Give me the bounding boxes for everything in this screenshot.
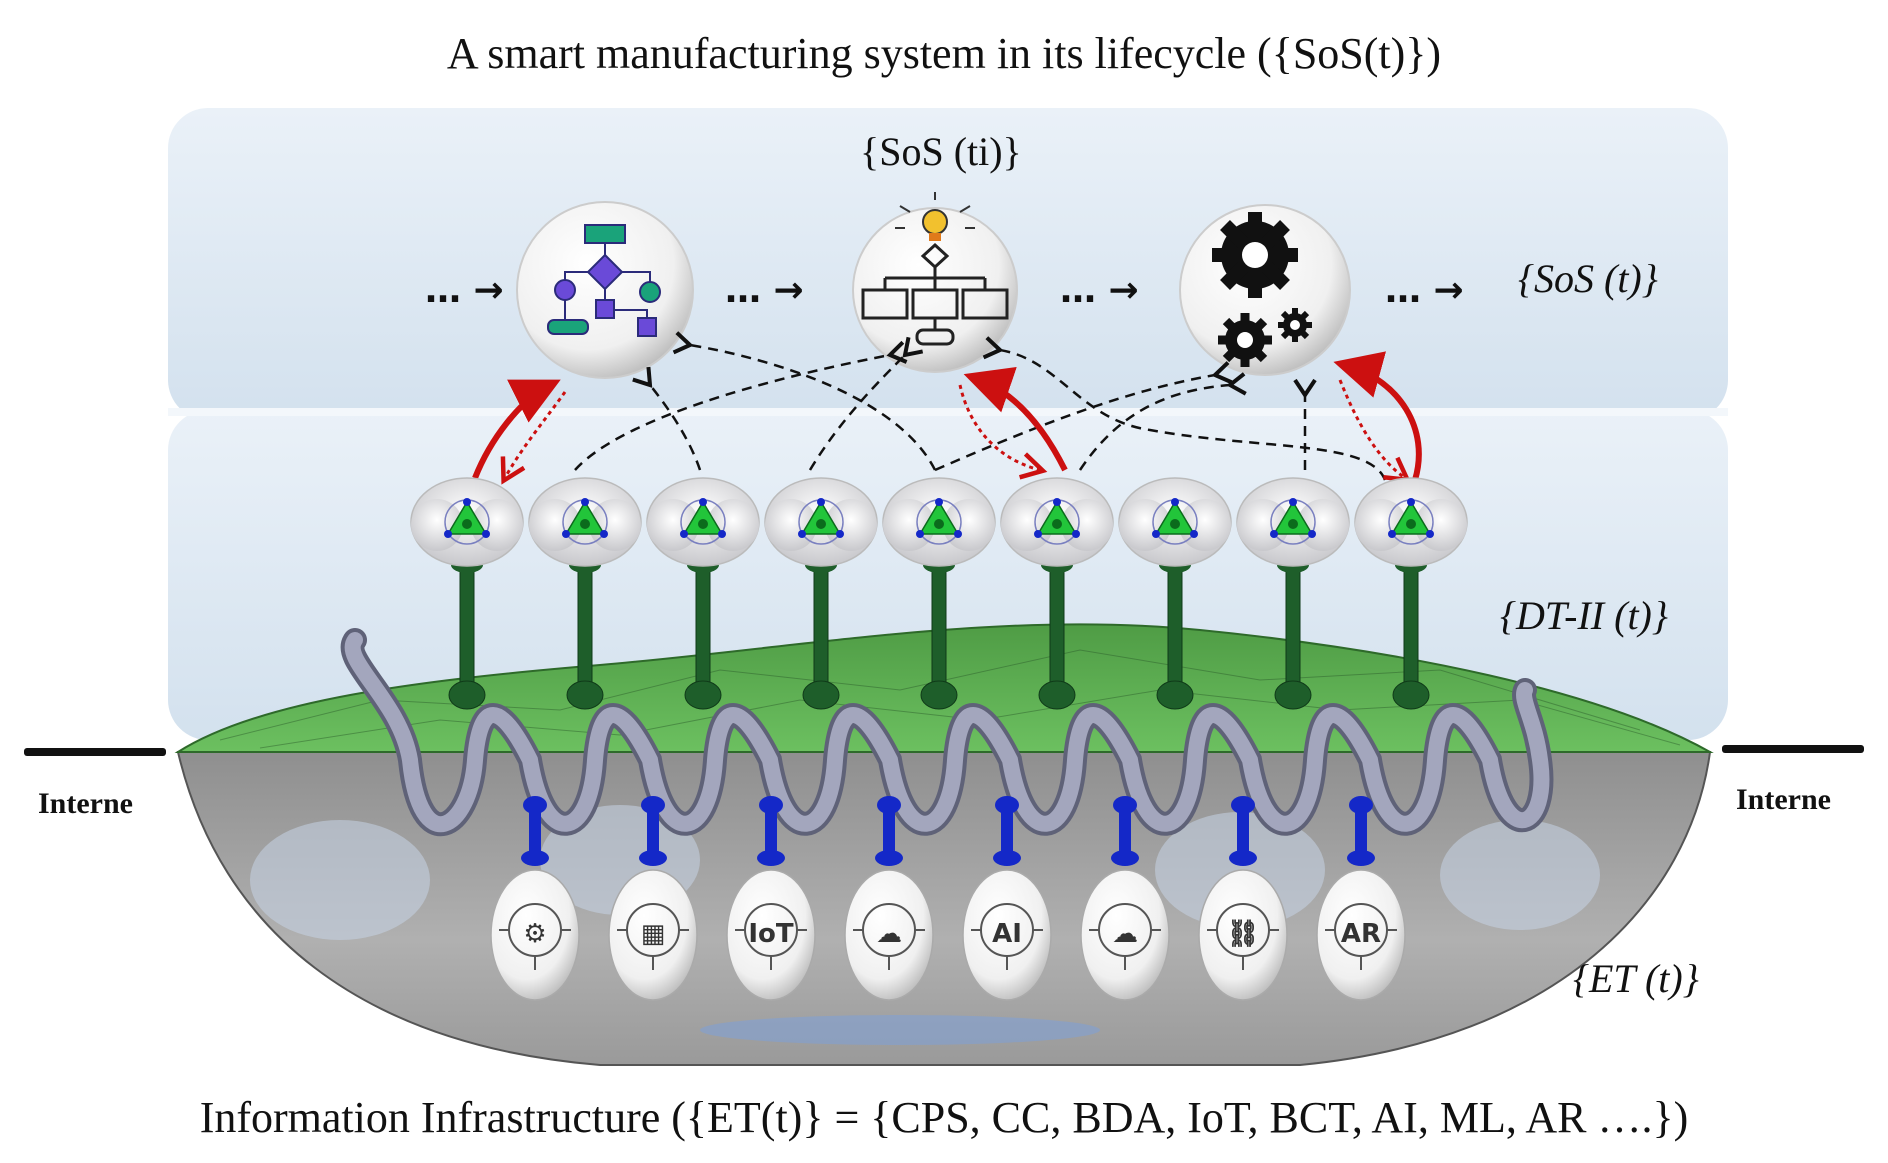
svg-text:⛓: ⛓ (1226, 919, 1259, 949)
sos-stage-flowchart (516, 201, 694, 379)
dt-nodes (410, 477, 1468, 710)
dt-node (1118, 477, 1232, 710)
label-et: {ET (t)} (1573, 956, 1699, 1001)
bottom-caption: Information Infrastructure ({ET(t)} = {C… (199, 1093, 1689, 1142)
panel-separator (168, 408, 1728, 416)
dt-to-sos-dashed-arrows (574, 331, 1387, 481)
network-triangle-icon (916, 498, 962, 545)
network-triangle-icon (1388, 498, 1434, 545)
network-triangle-icon (1152, 498, 1198, 545)
network-triangle-icon (798, 498, 844, 545)
dt-node (1000, 477, 1114, 710)
brain-circuit-icon: ☁ (844, 796, 934, 1001)
network-triangle-icon (1034, 498, 1080, 545)
dt-node (1354, 477, 1468, 710)
label-sos-ti: {SoS (ti)} (860, 129, 1022, 174)
sequence-mark-1: … → (425, 270, 504, 311)
dt-node (646, 477, 760, 710)
svg-text:⚙: ⚙ (523, 919, 546, 949)
cloud-circuit-icon: ☁ (1080, 796, 1170, 1001)
iot-cloud-icon: IoT (726, 796, 816, 1001)
dt-node (528, 477, 642, 710)
gears-icon (1212, 212, 1312, 367)
network-triangle-icon (680, 498, 726, 545)
internet-line-right (1722, 745, 1864, 753)
red-feedback-arrows (472, 351, 1422, 485)
svg-text:▦: ▦ (641, 919, 666, 949)
sequence-mark-4: … → (1385, 270, 1464, 311)
label-sos-t: {SoS (t)} (1518, 256, 1658, 301)
network-triangle-icon (562, 498, 608, 545)
label-internet-right: Interne (1736, 783, 1831, 816)
svg-text:AR: AR (1341, 919, 1381, 949)
flowchart-icon (547, 224, 661, 337)
sos-stage-idea (852, 192, 1018, 373)
idea-flowchart-icon (861, 192, 1009, 346)
wavy-tube-highlight (344, 632, 1550, 833)
chip-sphere-icon: ▦ (608, 796, 698, 1001)
internet-line-left (24, 748, 166, 756)
label-internet-left: Interne (38, 787, 133, 820)
svg-text:☁: ☁ (876, 919, 902, 949)
dt-node (882, 477, 996, 710)
network-triangle-icon (1270, 498, 1316, 545)
dt-node (1236, 477, 1350, 710)
ar-phone-icon: AR (1316, 796, 1406, 1001)
circuit-handshake-icon: ⚙ (490, 796, 580, 1001)
svg-text:☁: ☁ (1112, 919, 1138, 949)
dt-node (410, 477, 524, 710)
label-dt-ii: {DT-II (t)} (1500, 593, 1668, 638)
ai-chip-icon: AI (962, 796, 1052, 1001)
svg-text:AI: AI (992, 919, 1022, 949)
dt-node (764, 477, 878, 710)
svg-text:IoT: IoT (748, 919, 794, 949)
network-triangle-icon (444, 498, 490, 545)
blockchain-icon: ⛓ (1198, 796, 1288, 1001)
technology-icons: ⚙ ▦ IoT ☁ AI ☁ ⛓ AR (490, 796, 1406, 1001)
sequence-mark-2: … → (725, 270, 804, 311)
sequence-mark-3: … → (1060, 270, 1139, 311)
sos-stage-gears (1179, 204, 1351, 376)
diagram-title: A smart manufacturing system in its life… (446, 29, 1442, 78)
